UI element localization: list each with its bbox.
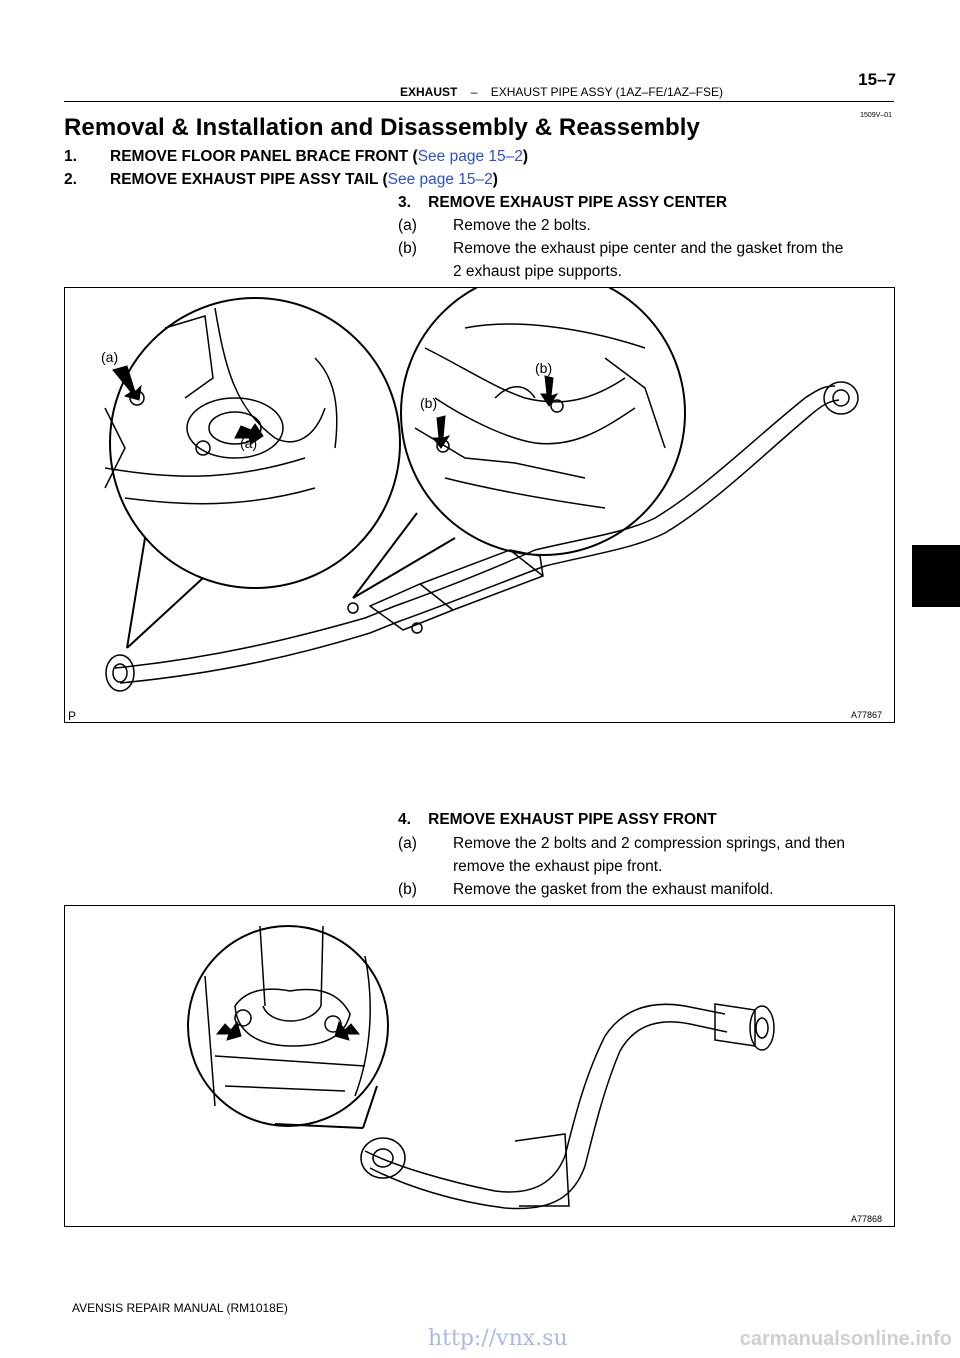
step-close: ) (522, 148, 529, 165)
substep-text: Remove the 2 bolts and 2 compression spr… (453, 835, 846, 852)
callout-a-bottom: (a) (240, 435, 257, 451)
figure-exhaust-pipe-front: A77868 (64, 905, 895, 1227)
substep-text-cont: 2 exhaust pipe supports. (453, 263, 622, 280)
running-header: EXHAUST – EXHAUST PIPE ASSY (1AZ–FE/1AZ–… (400, 85, 723, 99)
step-3-heading: 3. REMOVE EXHAUST PIPE ASSY CENTER (398, 194, 728, 211)
page-number: 15–7 (858, 70, 896, 89)
exhaust-front-illustration: A77868 (187, 925, 882, 1224)
header-dash: – (470, 85, 478, 99)
substep-text: Remove the 2 bolts. (453, 217, 591, 234)
header-rule (64, 101, 894, 102)
section-subtitle: EXHAUST PIPE ASSY (1AZ–FE/1AZ–FSE) (490, 85, 724, 99)
step-2: 2. REMOVE EXHAUST PIPE ASSY TAIL (See pag… (64, 171, 498, 189)
step-number: 2. (64, 171, 77, 188)
substep-text-cont: remove the exhaust pipe front. (453, 858, 663, 875)
figure-exhaust-pipe-center: (a) (a) (b) (b) P A77867 (64, 287, 895, 723)
callout-b-right: (b) (535, 360, 552, 376)
page-title: Removal & Installation and Disassembly &… (64, 114, 701, 141)
section-name: EXHAUST (400, 85, 458, 99)
substep-text: Remove the gasket from the exhaust manif… (453, 881, 774, 898)
exhaust-center-illustration: (a) (a) (b) (b) P A77867 (68, 288, 882, 722)
callout-b-left: (b) (420, 395, 437, 411)
step-1: 1. REMOVE FLOOR PANEL BRACE FRONT (See pa… (64, 148, 528, 166)
substep-text: Remove the exhaust pipe center and the g… (453, 240, 844, 257)
watermark-link[interactable]: http://vnx.su (428, 1326, 568, 1351)
see-page-link[interactable]: See page 15–2 (387, 171, 493, 188)
document-code: 1509V–01 (860, 112, 892, 119)
figure-id: A77867 (851, 710, 882, 720)
step-4-heading: 4. REMOVE EXHAUST PIPE ASSY FRONT (398, 811, 717, 828)
step-text: REMOVE FLOOR PANEL BRACE FRONT ( (110, 148, 418, 165)
see-page-link[interactable]: See page 15–2 (417, 148, 523, 165)
step-text: REMOVE EXHAUST PIPE ASSY TAIL ( (110, 171, 388, 188)
step-close: ) (492, 171, 498, 188)
substep-label: (a) (398, 835, 417, 852)
substep-label: (b) (398, 240, 417, 257)
footer-manual-name: AVENSIS REPAIR MANUAL (RM1018E) (72, 1301, 288, 1315)
callout-a-top: (a) (101, 349, 118, 365)
watermark-site: carmanualsonline.info (739, 1328, 952, 1350)
substep-label: (b) (398, 881, 417, 898)
figure-id: A77868 (851, 1214, 882, 1224)
section-side-tab (912, 545, 960, 607)
corner-mark: P (68, 709, 76, 722)
substep-label: (a) (398, 217, 417, 234)
step-number: 1. (64, 148, 77, 165)
